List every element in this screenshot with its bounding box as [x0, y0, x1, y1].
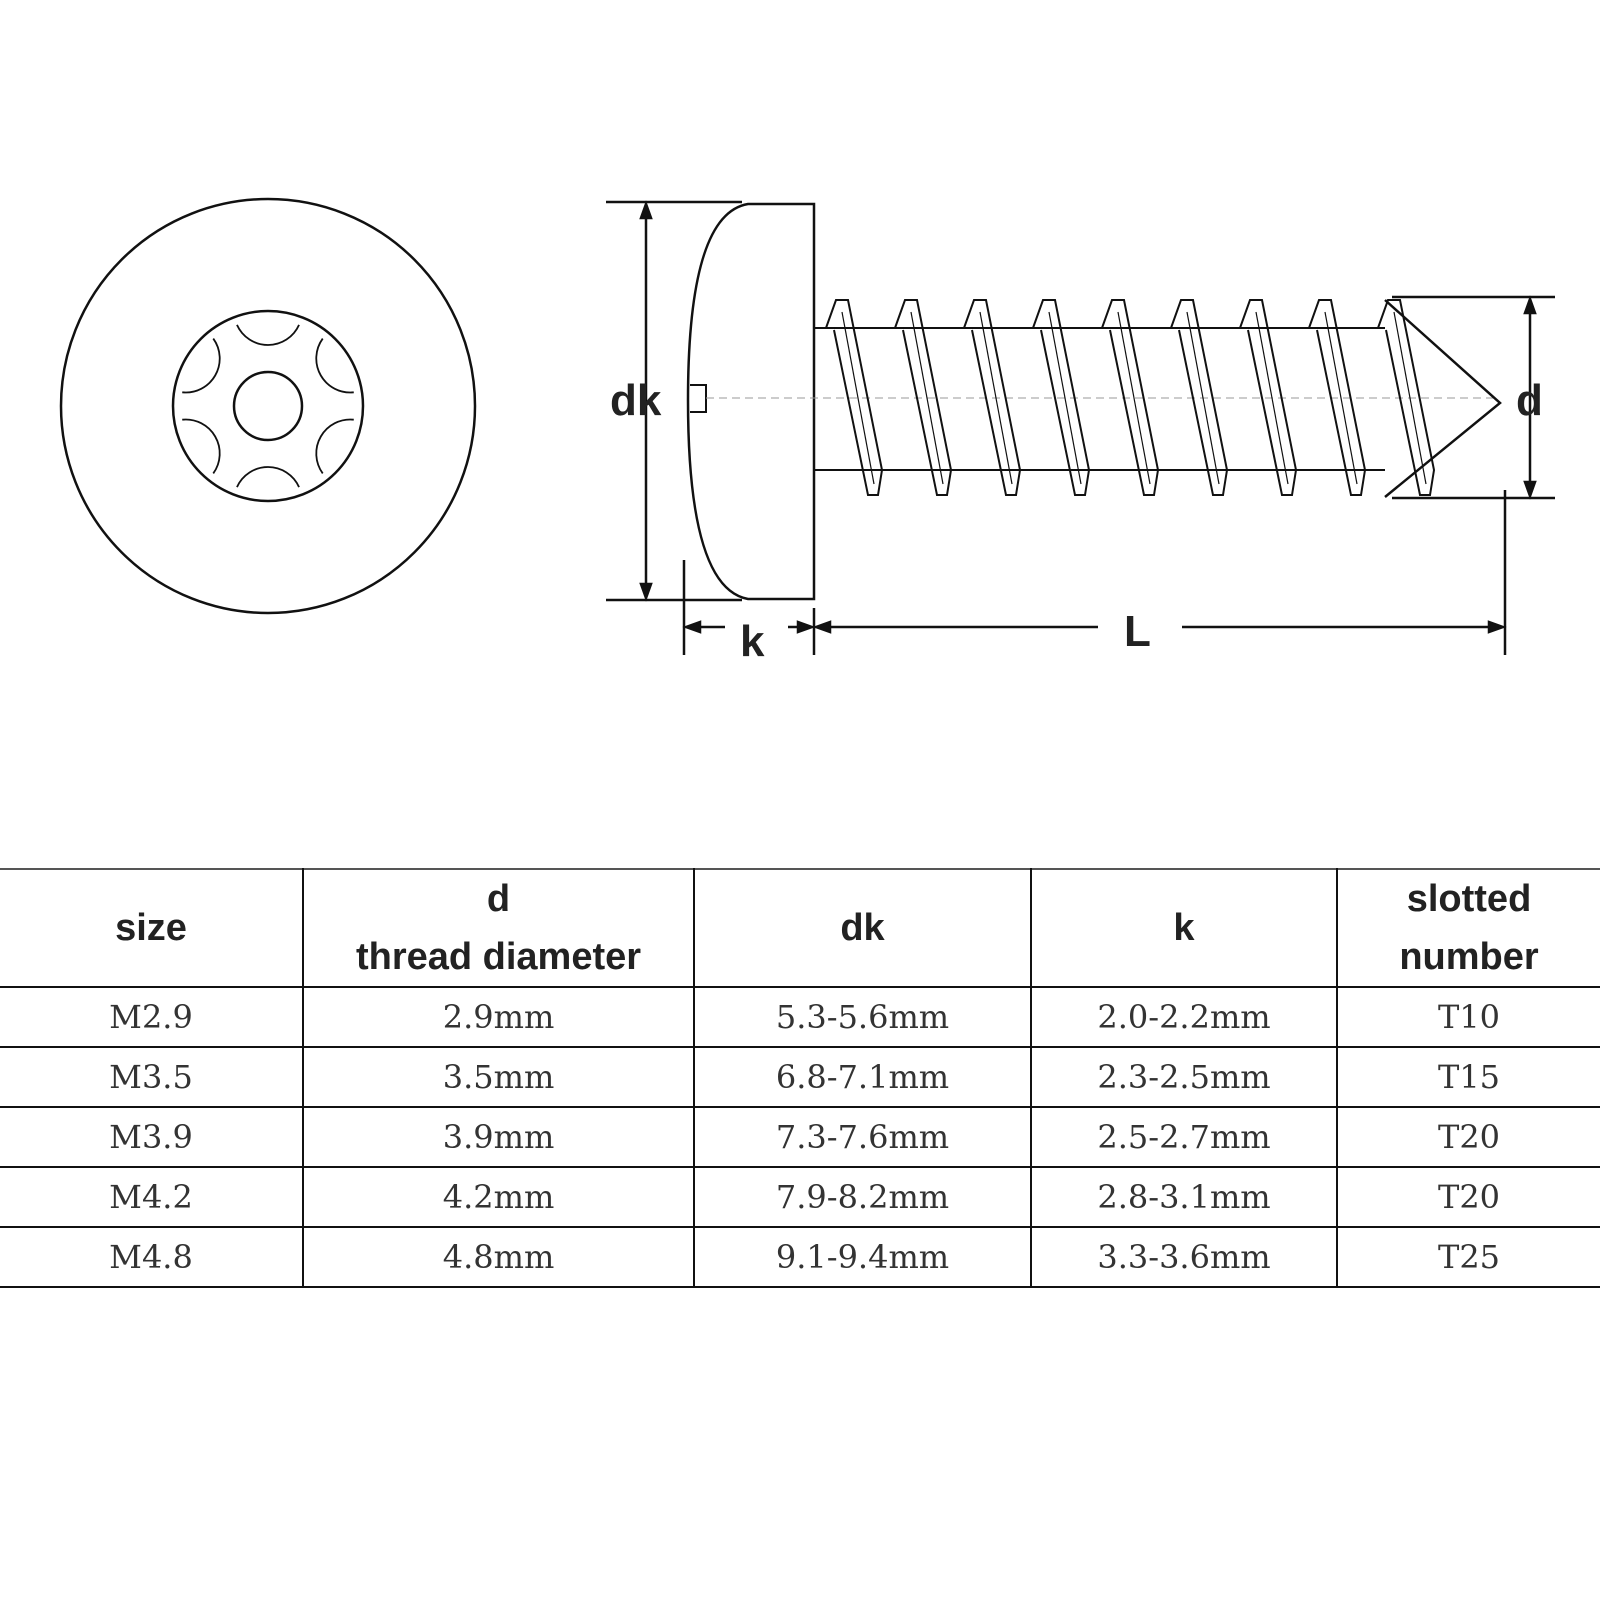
column-header-dk: dk — [693, 869, 1031, 988]
column-header-line: number — [1399, 936, 1539, 978]
k-arrow-left — [682, 620, 702, 634]
column-header-line: thread diameter — [355, 936, 642, 978]
table-cell-size: M3.5 — [0, 1047, 303, 1108]
security-pin-circle — [232, 370, 304, 442]
thread-shading-line — [979, 311, 1013, 485]
lobe-arc — [182, 338, 221, 394]
dk-arrow-top — [639, 200, 653, 220]
thread-shading-line — [1324, 311, 1358, 485]
column-header-line: dk — [840, 907, 885, 949]
lobe-arc — [315, 338, 354, 394]
drive-recess-circle — [171, 309, 365, 503]
head-slot — [690, 384, 707, 413]
screw-side-view — [686, 202, 1502, 601]
table-cell-k: 2.0-2.2mm — [1030, 987, 1337, 1048]
six-lobe-star-icon — [182, 324, 354, 488]
table-cell-d: 3.9mm — [302, 1107, 694, 1168]
lobe-arc — [315, 418, 354, 474]
table-cell-size: M4.2 — [0, 1167, 303, 1228]
thread-shading-line — [1393, 311, 1427, 485]
thread-shading-line — [841, 311, 875, 485]
table-cell-size: M2.9 — [0, 987, 303, 1048]
head-outer-circle — [59, 197, 477, 615]
table-cell-k: 3.3-3.6mm — [1030, 1227, 1337, 1288]
thread-shading-line — [1117, 311, 1151, 485]
k-label: k — [740, 617, 765, 666]
table-cell-dk: 7.3-7.6mm — [693, 1107, 1031, 1168]
d-arrow-bottom — [1523, 480, 1537, 500]
column-header-line: d — [486, 878, 511, 920]
thread-shading-line — [1186, 311, 1220, 485]
column-header-k: k — [1030, 869, 1337, 988]
lobe-arc — [236, 466, 300, 488]
lobe-arc — [182, 418, 221, 474]
thread-crest — [1239, 299, 1298, 496]
table-cell-slotted: T10 — [1336, 987, 1600, 1048]
thread-crest — [894, 299, 953, 496]
screw-head-top-view — [59, 197, 477, 615]
table-header-row: size d thread diameter dk k slotted number — [0, 869, 1600, 988]
column-header-line: slotted — [1406, 878, 1532, 920]
table-cell-dk: 7.9-8.2mm — [693, 1167, 1031, 1228]
table-cell-dk: 5.3-5.6mm — [693, 987, 1031, 1048]
d-arrow-top — [1523, 295, 1537, 315]
table-cell-dk: 6.8-7.1mm — [693, 1047, 1031, 1108]
table-cell-k: 2.3-2.5mm — [1030, 1047, 1337, 1108]
column-header-slotted: slotted number — [1336, 869, 1600, 988]
thread-crests — [825, 299, 1436, 496]
table-cell-slotted: T20 — [1336, 1167, 1600, 1228]
table-cell-size: M3.9 — [0, 1107, 303, 1168]
thread-crest — [1308, 299, 1367, 496]
dk-label: dk — [610, 376, 662, 425]
table-cell-d: 2.9mm — [302, 987, 694, 1048]
L-arrow-left — [812, 620, 832, 634]
table-cell-k: 2.8-3.1mm — [1030, 1167, 1337, 1228]
column-header-d: d thread diameter — [302, 869, 694, 988]
screw-tip — [1384, 299, 1502, 498]
table-cell-d: 3.5mm — [302, 1047, 694, 1108]
thread-crest — [1170, 299, 1229, 496]
table-cell-slotted: T20 — [1336, 1107, 1600, 1168]
thread-crest — [1032, 299, 1091, 496]
table-cell-d: 4.2mm — [302, 1167, 694, 1228]
thread-shading-line — [1255, 311, 1289, 485]
table-cell-k: 2.5-2.7mm — [1030, 1107, 1337, 1168]
thread-shading-line — [1048, 311, 1082, 485]
k-arrow-right — [796, 620, 816, 634]
table-cell-slotted: T15 — [1336, 1047, 1600, 1108]
thread-crest — [1377, 299, 1436, 496]
specification-table: size d thread diameter dk k slotted number M2.… — [0, 868, 1600, 1288]
dimension-lines — [606, 200, 1555, 655]
table-cell-slotted: T25 — [1336, 1227, 1600, 1288]
screw-technical-drawing: dk d k L — [59, 197, 1555, 666]
L-label: L — [1124, 607, 1151, 656]
column-header-line: size — [115, 907, 187, 949]
lobe-arc — [236, 324, 300, 346]
table-cell-size: M4.8 — [0, 1227, 303, 1288]
dk-arrow-bottom — [639, 582, 653, 602]
L-arrow-right — [1487, 620, 1507, 634]
column-header-line: k — [1173, 907, 1195, 949]
d-label: d — [1516, 376, 1543, 425]
thread-crest — [963, 299, 1022, 496]
table-cell-d: 4.8mm — [302, 1227, 694, 1288]
pan-head-profile — [686, 202, 816, 601]
table-cell-dk: 9.1-9.4mm — [693, 1227, 1031, 1288]
thread-crest — [1101, 299, 1160, 496]
column-header-size: size — [0, 869, 303, 988]
thread-crest — [825, 299, 884, 496]
thread-shading-line — [910, 311, 944, 485]
